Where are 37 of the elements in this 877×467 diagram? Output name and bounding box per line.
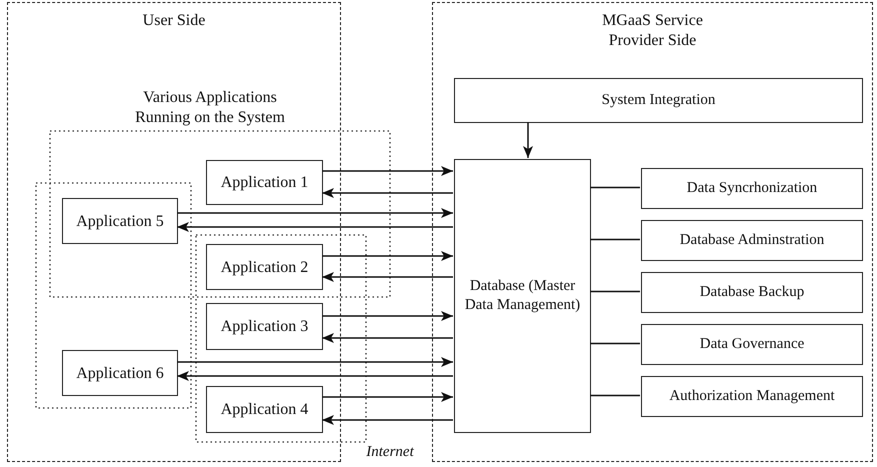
arrow <box>322 311 453 321</box>
application-box: Application 2 <box>206 244 323 290</box>
application-box: Application 5 <box>62 198 178 244</box>
connector-line <box>590 290 640 292</box>
arrow <box>322 272 453 282</box>
service-box: System Integration <box>454 78 863 123</box>
region-frame <box>432 2 873 462</box>
application-box: Application 1 <box>206 160 323 205</box>
service-box: Data Syncrhonization <box>641 168 863 209</box>
region-frame <box>7 2 341 462</box>
arrow <box>322 251 453 261</box>
service-box: Database Backup <box>641 272 863 313</box>
service-box: Authorization Management <box>641 376 863 417</box>
application-box: Application 6 <box>62 350 178 396</box>
arrow <box>322 166 453 176</box>
connector-line <box>590 186 640 188</box>
network-label: Internet <box>365 443 415 462</box>
region-title: User Side <box>142 11 206 31</box>
arrow <box>322 392 453 402</box>
arrow <box>322 333 453 343</box>
group-heading: Various Applications Running on the System <box>134 88 286 128</box>
database-box: Database (Master Data Management) <box>454 159 591 433</box>
arrow <box>523 122 533 158</box>
arrow <box>177 222 453 232</box>
application-box: Application 4 <box>206 386 323 433</box>
arrow <box>177 208 453 218</box>
service-box: Data Governance <box>641 324 863 365</box>
connector-line <box>590 394 640 396</box>
connector-line <box>590 238 640 240</box>
arrow <box>177 371 453 381</box>
application-box: Application 3 <box>206 303 323 350</box>
arrow <box>322 188 453 198</box>
service-box: Database Adminstration <box>641 220 863 261</box>
arrow <box>177 357 453 367</box>
region-title: MGaaS Service Provider Side <box>601 11 704 51</box>
arrow <box>322 415 453 425</box>
connector-line <box>590 342 640 344</box>
